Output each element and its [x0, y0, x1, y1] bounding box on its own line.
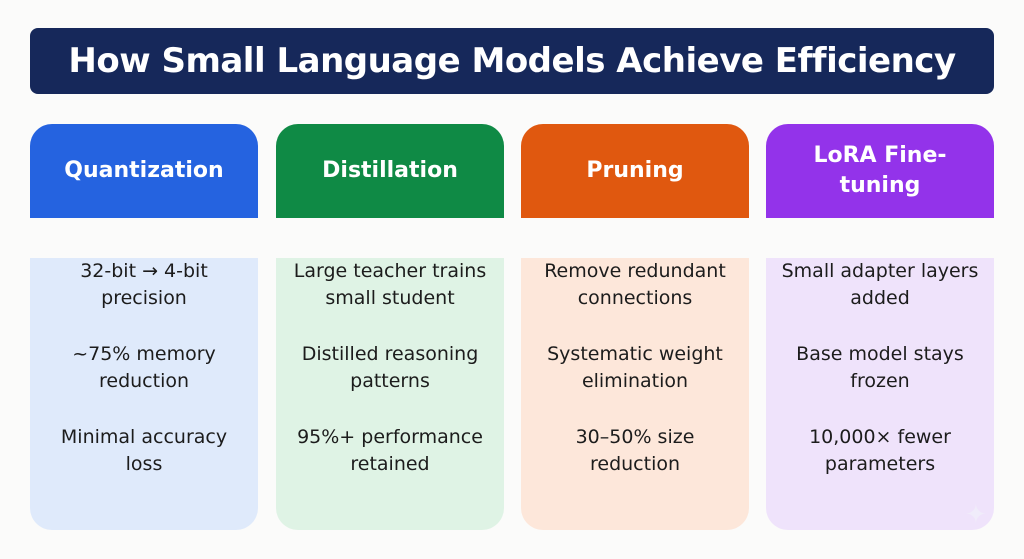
card-distillation: Distillation Large teacher trains small … [276, 124, 504, 530]
card-point: 32-bit → 4-bit precision [80, 260, 208, 309]
card-point: Small adapter layers added [781, 260, 979, 309]
card-point: ~75% memory reduction [72, 343, 216, 392]
card-point: Systematic weight elimination [547, 343, 723, 392]
card-title: Distillation [276, 124, 504, 218]
card-pruning: Pruning Remove redundant connections Sys… [521, 124, 749, 530]
card-point: 30–50% size reduction [575, 426, 695, 475]
sparkle-icon: ✦ [965, 500, 987, 530]
page-title: How Small Language Models Achieve Effici… [30, 28, 994, 94]
card-title: Pruning [521, 124, 749, 218]
card-point: Large teacher trains small student [293, 260, 487, 309]
card-title: LoRA Fine-tuning [766, 124, 994, 218]
card-point: Minimal accuracy loss [60, 426, 228, 475]
card-point: 95%+ performance retained [297, 426, 483, 475]
card-point: Remove redundant connections [544, 260, 726, 309]
card-point: 10,000× fewer parameters [809, 426, 951, 475]
card-title: Quantization [30, 124, 258, 218]
card-point: Distilled reasoning patterns [301, 343, 479, 392]
card-lora: LoRA Fine-tuning Small adapter layers ad… [766, 124, 994, 530]
card-point: Base model stays frozen [796, 343, 964, 392]
card-quantization: Quantization 32-bit → 4-bit precision ~7… [30, 124, 258, 530]
